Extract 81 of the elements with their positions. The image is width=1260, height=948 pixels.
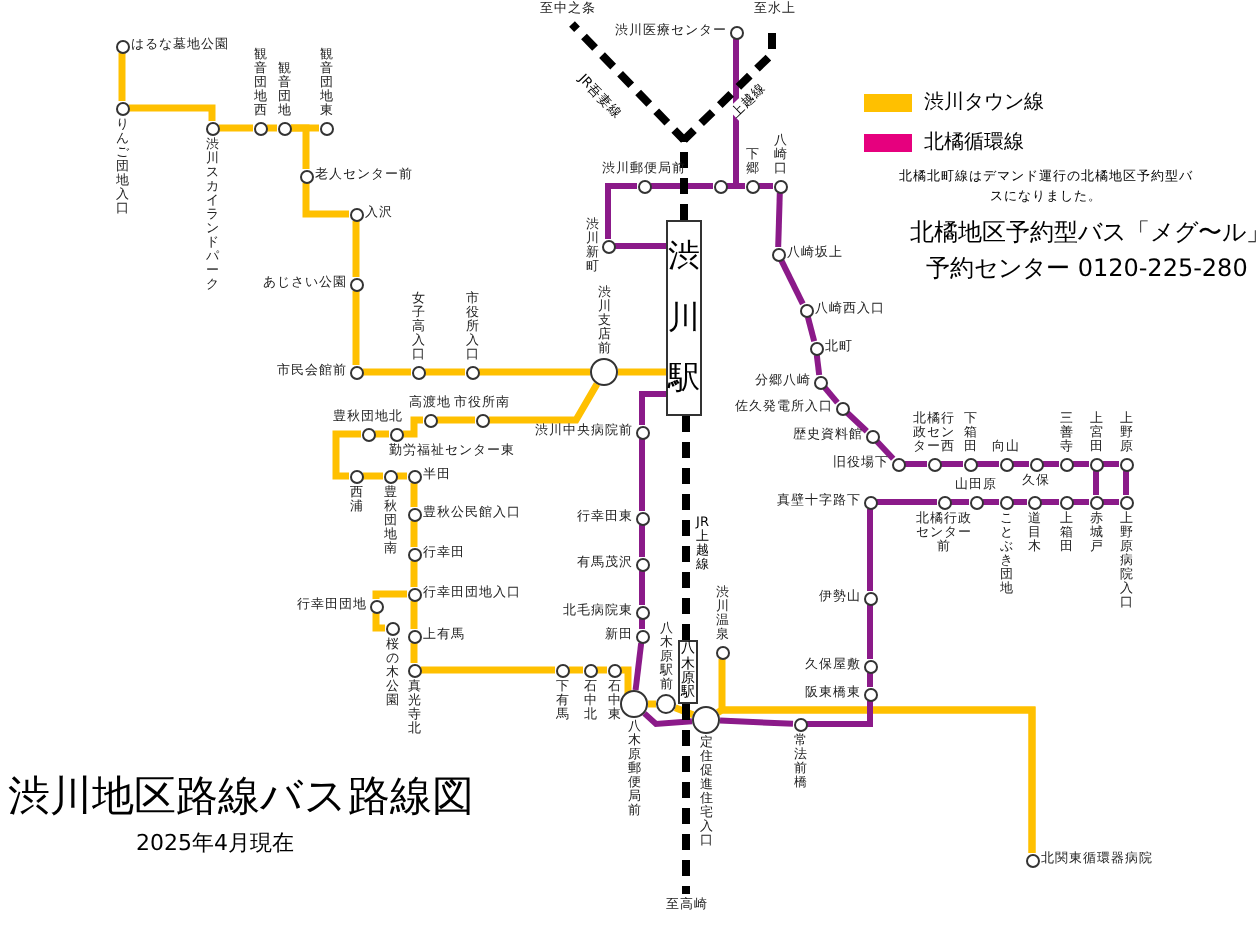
- route-line: [905, 461, 927, 467]
- date-note: 2025年4月現在: [136, 828, 294, 858]
- route-line: [718, 659, 1036, 853]
- route-line: [410, 521, 418, 547]
- route-line: [941, 461, 963, 467]
- route-line: [332, 430, 361, 480]
- route-line: [425, 368, 465, 376]
- route-line: [648, 700, 656, 708]
- route-line: [639, 391, 666, 425]
- route-line: [813, 354, 823, 376]
- route-line: [639, 525, 645, 557]
- route-line: [673, 704, 695, 719]
- route-line: [804, 316, 818, 342]
- legend-label: 渋川タウン線: [924, 89, 1044, 116]
- route-line: [845, 410, 869, 434]
- route-line: [639, 571, 645, 605]
- route-line: [1093, 471, 1099, 495]
- route-line: [352, 221, 360, 277]
- route-line: [867, 509, 873, 591]
- route-line: [1073, 461, 1089, 467]
- route-line: [719, 717, 794, 727]
- route-line: [1073, 499, 1089, 505]
- route-line: [1103, 461, 1119, 467]
- route-line: [639, 619, 645, 629]
- route-line: [219, 124, 253, 132]
- route-line: [352, 291, 360, 365]
- route-line: [363, 472, 383, 480]
- route-line: [642, 711, 693, 728]
- route-line: [421, 666, 555, 674]
- route-line: [1103, 499, 1119, 505]
- route-line: [877, 499, 937, 505]
- note-text: 北橘地区予約型バス「メグ〜ル」: [910, 216, 1260, 250]
- route-line: [951, 499, 969, 505]
- map-title: 渋川地区路線バス路線図: [8, 770, 474, 824]
- route-line: [302, 183, 349, 218]
- route-line: [363, 368, 411, 376]
- route-line: [874, 439, 896, 461]
- route-line: [372, 590, 407, 599]
- route-line: [372, 613, 385, 632]
- route-line: [410, 643, 418, 663]
- route-line: [267, 124, 277, 132]
- route-line: [618, 368, 666, 376]
- route-line: [759, 183, 773, 189]
- legend-label: 北橘循環線: [924, 129, 1024, 156]
- station-box: 渋川駅: [666, 220, 702, 416]
- route-line: [1041, 499, 1059, 505]
- route-line: [129, 104, 216, 121]
- route-line: [397, 472, 407, 480]
- route-line: [867, 673, 873, 687]
- route-line: [778, 258, 806, 306]
- railway-line: [682, 416, 690, 640]
- route-line: [410, 483, 418, 507]
- route-line: [822, 385, 840, 405]
- note-text: 予約センター 0120-225-280: [926, 252, 1248, 286]
- route-line: [733, 39, 745, 189]
- route-line: [403, 416, 423, 438]
- railway-line: [682, 704, 690, 894]
- route-line: [291, 124, 310, 169]
- route-line: [1013, 499, 1027, 505]
- route-line: [410, 601, 418, 629]
- route-line: [867, 605, 873, 659]
- route-line: [775, 192, 783, 248]
- route-line: [118, 53, 126, 101]
- route-line: [437, 416, 475, 424]
- route-line: [639, 439, 645, 511]
- route-line: [983, 499, 999, 505]
- route-line: [375, 430, 389, 438]
- route-line: [479, 368, 590, 376]
- route-line: [605, 183, 637, 239]
- route-line: [632, 642, 645, 691]
- route-line: [489, 382, 601, 424]
- route-line: [615, 243, 666, 249]
- route-line: [597, 666, 607, 674]
- route-line: [569, 666, 583, 674]
- route-line: [410, 561, 418, 587]
- route-line: [1123, 471, 1129, 495]
- route-line: [651, 183, 713, 189]
- route-line: [1013, 461, 1029, 467]
- route-line: [1043, 461, 1059, 467]
- route-line: [807, 701, 873, 727]
- route-line: [977, 461, 999, 467]
